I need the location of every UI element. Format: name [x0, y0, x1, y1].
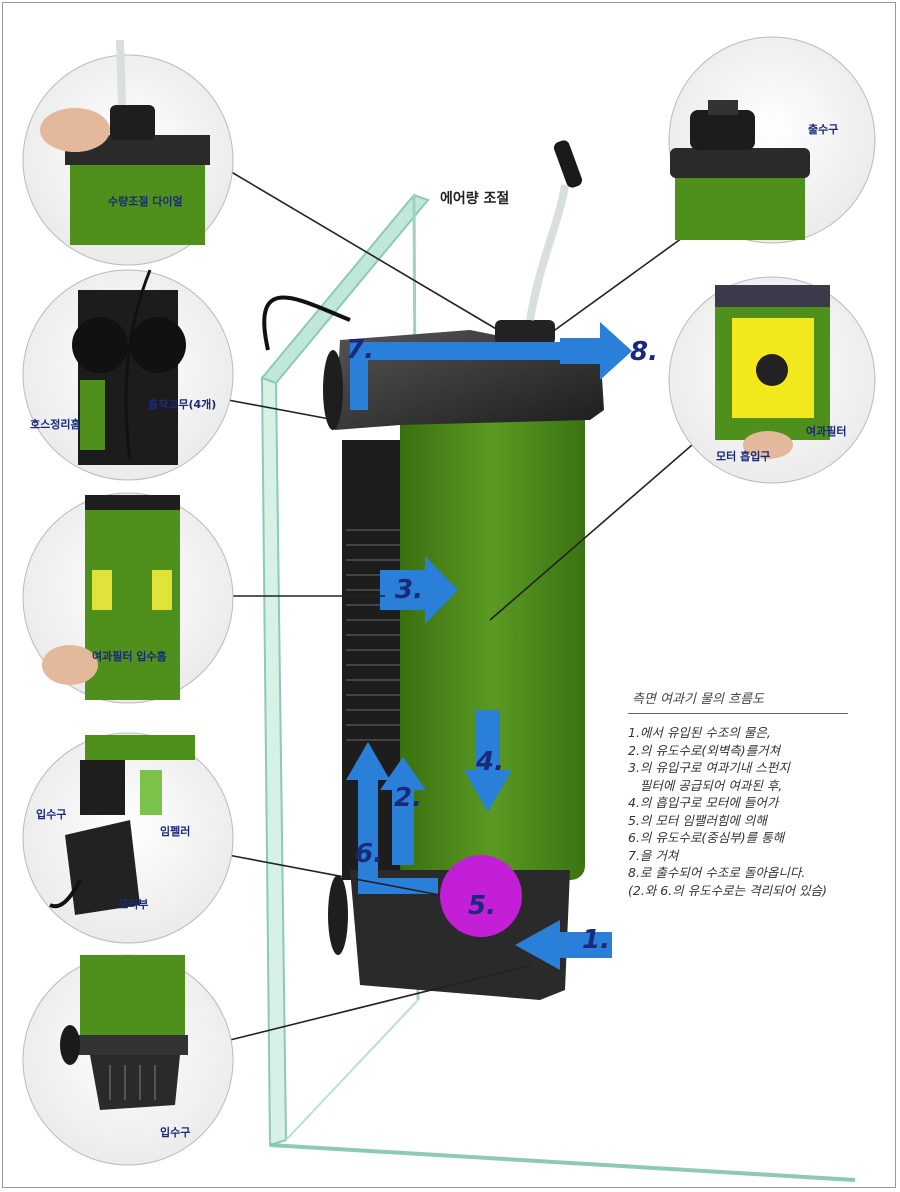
legend-line: 1.에서 유입된 수조의 물은, — [628, 725, 771, 740]
step-7: 7. — [346, 335, 374, 365]
step-3: 3. — [395, 575, 423, 605]
label-inlet-bottom: 입수구 — [160, 1126, 190, 1139]
label-motor-unit: 모터부 — [118, 897, 148, 911]
label-suction-cups: 흡착고무(4개) — [148, 397, 216, 411]
label-inlet-mid: 입수구 — [36, 808, 66, 821]
step-8: 8. — [630, 337, 658, 367]
label-hose-holder: 호스정리홈 — [30, 417, 81, 431]
flow-arrows — [346, 322, 632, 970]
step-5: 5. — [468, 891, 496, 921]
legend-line: 4.의 흡입구로 모터에 들어가 — [628, 795, 779, 810]
impeller-circle — [440, 855, 522, 937]
detail-inlet-slot — [22, 492, 234, 704]
step-2: 2. — [394, 783, 422, 813]
arrow-2 — [380, 757, 426, 865]
detail-top-left — [22, 39, 234, 266]
detail-sponge — [668, 276, 876, 484]
step-4: 4. — [475, 747, 504, 777]
arrow-3 — [380, 556, 458, 624]
legend-rule — [628, 713, 848, 714]
leader-lines — [227, 169, 719, 1041]
arrow-7 — [350, 342, 600, 410]
legend-line: 8.로 출수되어 수조로 돌아옵니다. — [628, 865, 806, 880]
air-control-label: 에어량 조절 — [440, 190, 509, 207]
flow-legend: 측면 여과기 물의 흐름도 1.에서 유입된 수조의 물은, 2.의 유도수로(… — [628, 688, 868, 899]
legend-line: (2.와 6.의 유도수로는 격리되어 있슴) — [628, 882, 828, 898]
label-motor-intake: 모터 흡입구 — [716, 449, 770, 463]
detail-bottom — [22, 954, 234, 1166]
arrow-4 — [464, 710, 512, 812]
step-6: 6. — [355, 839, 383, 869]
label-filter-inlet: 여과필터 입수홈 — [92, 649, 167, 663]
arrow-6-base — [358, 878, 438, 894]
detail-motor — [22, 732, 234, 944]
label-flow-dial: 수량조절 다이얼 — [108, 194, 183, 208]
detail-top-right — [668, 36, 876, 244]
legend-line: 3.의 유입구로 여과기내 스펀지 — [628, 760, 790, 775]
arrow-1 — [515, 920, 612, 970]
arrow-8 — [560, 322, 632, 380]
legend-line: 6.의 유도수로(중심부)를 통해 — [628, 830, 785, 845]
legend-title: 측면 여과기 물의 흐름도 — [632, 692, 764, 707]
legend-line: 2.의 유도수로(외벽측)를거쳐 — [628, 742, 781, 758]
label-outlet-top: 출수구 — [808, 122, 838, 136]
label-impeller: 임펠러 — [160, 824, 190, 838]
legend-line: 7.을 거쳐 — [628, 847, 679, 863]
legend-line: 5.의 모터 임팰러힘에 의해 — [628, 812, 767, 828]
legend-line: 필터에 공급되어 여과된 후, — [628, 777, 783, 793]
step-1: 1. — [582, 925, 610, 955]
label-filter-sponge: 여과필터 — [806, 424, 846, 438]
detail-suction — [22, 269, 234, 481]
arrow-6 — [346, 742, 390, 880]
